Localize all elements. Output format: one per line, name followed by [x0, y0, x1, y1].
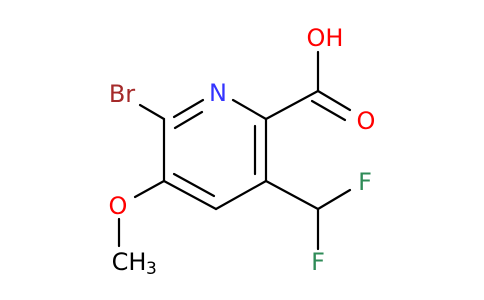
bond-c5-chf2: [264, 179, 320, 211]
atom-carboxyl-oxygen: O: [357, 107, 376, 135]
bond-c3-o-methoxy: [133, 179, 166, 199]
bond-n-c6: [231, 98, 268, 121]
atom-fluorine-top: F: [358, 168, 372, 196]
bond-c4-c3-inner: [172, 172, 216, 198]
bond-c5-c4: [214, 179, 268, 211]
bond-c4-c3: [162, 179, 218, 211]
atom-methyl-subscript: 3: [146, 259, 157, 279]
bond-c2-br: [138, 103, 166, 121]
bond-carboxyl-o-double-1: [316, 89, 352, 112]
bond-c2-n-inner: [173, 110, 204, 130]
bond-c2-n: [172, 98, 205, 119]
bond-c6-c-carboxyl: [264, 89, 320, 121]
atom-nitrogen: N: [209, 79, 227, 107]
atom-bromine: Br: [109, 80, 135, 108]
bond-chf2-f-top: [316, 188, 352, 211]
atom-methyl-group: CH: [112, 248, 147, 276]
atom-fluorine-bottom: F: [311, 248, 325, 276]
bond-carboxyl-o-double-2: [310, 99, 347, 122]
atom-methoxy-oxygen: O: [109, 192, 128, 220]
atom-carboxyl-hydroxyl: OH: [307, 24, 344, 52]
